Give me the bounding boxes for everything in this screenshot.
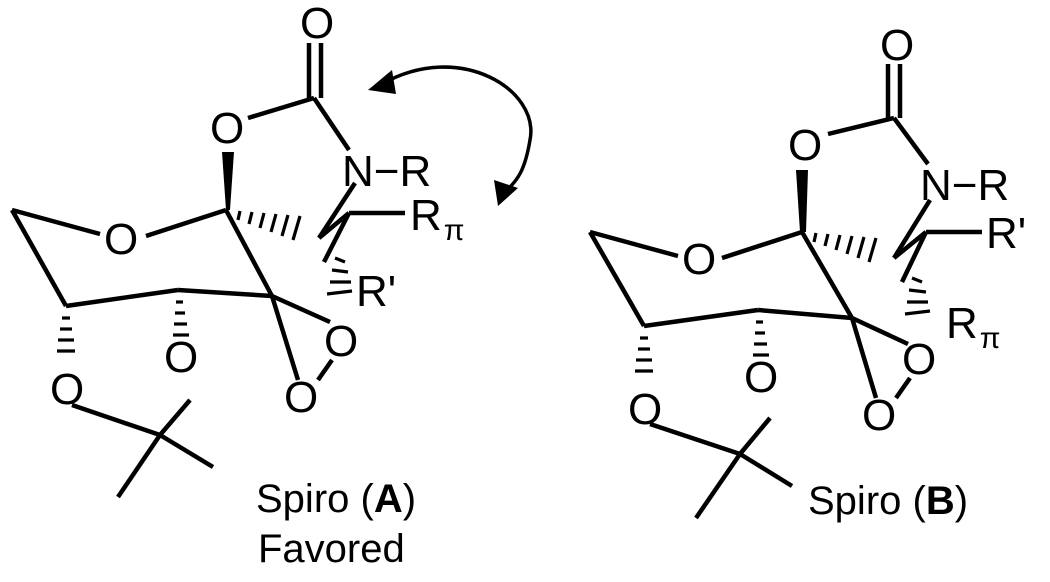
- spiro-a-structure: O O N−R O Rπ R' O O O O Spiro (A) Favore…: [10, 0, 533, 571]
- spiro-a-ester-oxygen: O: [210, 104, 244, 153]
- spiro-a-acetonide-oxygen-2: O: [164, 333, 198, 382]
- spiro-a-curved-arrow: [368, 65, 533, 206]
- spiro-a-wedge-bond: [222, 152, 234, 210]
- spiro-a-caption: Spiro (A): [256, 477, 416, 521]
- spiro-a-atoms: O O N−R O Rπ R' O O O O: [50, 0, 464, 422]
- spiro-b-r-pi-label: Rπ: [946, 299, 1000, 355]
- spiro-b-n-r-label: N−R: [920, 161, 1009, 210]
- spiro-b-pyranose-oxygen: O: [682, 235, 716, 284]
- spiro-a-n-r-label: N−R: [342, 147, 431, 196]
- spiro-b-r-prime-label: R': [986, 209, 1026, 258]
- spiro-b-dioxirane-oxygen-1: O: [902, 335, 936, 384]
- spiro-b-acetonide-oxygen-1: O: [628, 385, 662, 434]
- spiro-b-caption: Spiro (B): [808, 479, 968, 523]
- spiro-a-caption-favored: Favored: [258, 527, 405, 571]
- spiro-b-acetonide-oxygen-2: O: [744, 353, 778, 402]
- spiro-b-carbonyl-oxygen: O: [880, 21, 914, 70]
- spiro-a-hashed-bonds: [57, 210, 353, 353]
- spiro-a-carbonyl-oxygen: O: [300, 0, 334, 48]
- spiro-b-structure: O O N−R O R' Rπ O O O O Spiro (B): [588, 21, 1026, 523]
- spiro-a-bonds: [10, 43, 405, 499]
- spiro-a-r-prime-label: R': [356, 267, 396, 316]
- spiro-a-pyranose-oxygen: O: [104, 215, 138, 264]
- spiro-b-wedge-bond: [796, 170, 808, 232]
- spiro-b-atoms: O O N−R O R' Rπ O O O O: [628, 21, 1026, 440]
- spiro-a-r-pi-label: Rπ: [410, 191, 464, 247]
- spiro-a-acetonide-oxygen-1: O: [50, 365, 84, 414]
- spiro-b-bonds: [588, 64, 982, 520]
- spiro-a-dioxirane-oxygen-2: O: [284, 373, 318, 422]
- spiro-b-dioxirane-oxygen-2: O: [862, 391, 896, 440]
- spiro-b-ester-oxygen: O: [788, 121, 822, 170]
- spiro-b-hashed-bonds: [635, 232, 931, 373]
- spiro-a-dioxirane-oxygen-1: O: [324, 317, 358, 366]
